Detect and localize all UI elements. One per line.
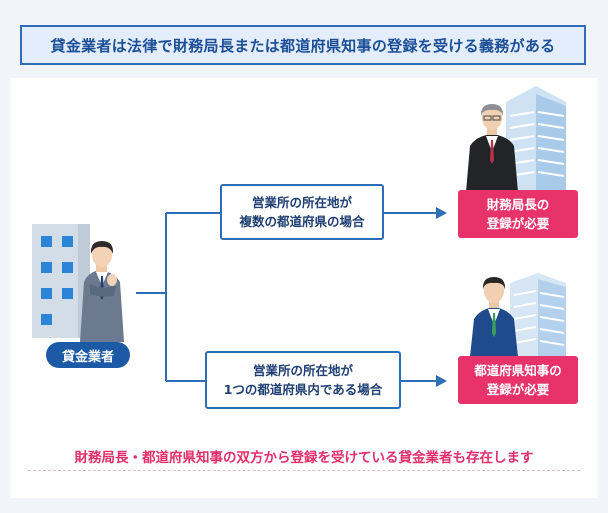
diagram-title: 貸金業者は法律で財務局長または都道府県知事の登録を受ける義務がある bbox=[20, 25, 586, 65]
senior-official-icon bbox=[466, 104, 518, 192]
businessman-thinking-icon bbox=[80, 241, 124, 342]
office-building-icon bbox=[510, 273, 566, 357]
condition-box-multiple-prefectures: 営業所の所在地が 複数の都道府県の場合 bbox=[220, 184, 384, 240]
requirement-prefectural-governor: 都道府県知事の 登録が必要 bbox=[458, 356, 578, 404]
footnote-divider bbox=[28, 470, 580, 471]
office-building-icon bbox=[506, 86, 566, 192]
arrow-top-head bbox=[436, 207, 447, 219]
lender-label: 貸金業者 bbox=[46, 342, 130, 368]
arrow-bottom-head bbox=[436, 375, 447, 387]
governor-official-icon bbox=[470, 277, 518, 357]
footnote: 財務局長・都道府県知事の双方から登録を受けている貸金業者も存在します bbox=[74, 450, 534, 466]
prefectural-governor-illustration bbox=[470, 273, 566, 357]
requirement-finance-bureau: 財務局長の 登録が必要 bbox=[458, 190, 578, 238]
lender-illustration bbox=[32, 224, 124, 342]
finance-bureau-illustration bbox=[466, 86, 566, 192]
condition-box-single-prefecture: 営業所の所在地が 1つの都道府県内である場合 bbox=[205, 351, 401, 409]
lender-building-icon bbox=[32, 224, 90, 338]
